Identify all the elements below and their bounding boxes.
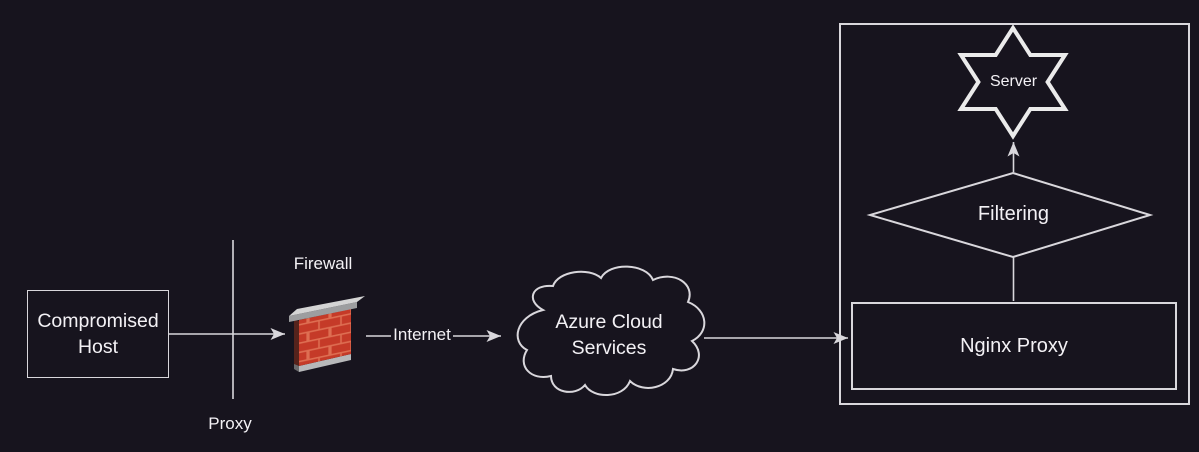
firewall-cap-top (289, 296, 365, 316)
server-star-shape (957, 24, 1069, 140)
firewall-label: Firewall (293, 254, 353, 273)
proxy-label: Proxy (208, 414, 252, 433)
node-nginx-proxy: Nginx Proxy (851, 302, 1177, 390)
azure-cloud-label: Azure Cloud Services (555, 311, 663, 359)
node-compromised-host: Compromised Host (27, 290, 169, 378)
firewall-base-side (294, 364, 299, 372)
firewall-base (299, 354, 351, 372)
firewall-brick-face (299, 309, 351, 366)
nginx-proxy-label: Nginx Proxy (960, 334, 1068, 357)
azure-cloud-shape (516, 265, 706, 397)
internet-label: Internet (391, 325, 453, 344)
firewall-side-face (294, 320, 299, 368)
compromised-host-label: Compromised Host (37, 309, 159, 358)
firewall-cap-front (289, 302, 357, 322)
boundary-container (839, 23, 1190, 405)
filtering-label: Filtering (977, 203, 1050, 225)
filtering-diamond-shape (866, 171, 1154, 259)
firewall-icon (289, 296, 365, 372)
server-label: Server (989, 73, 1038, 90)
